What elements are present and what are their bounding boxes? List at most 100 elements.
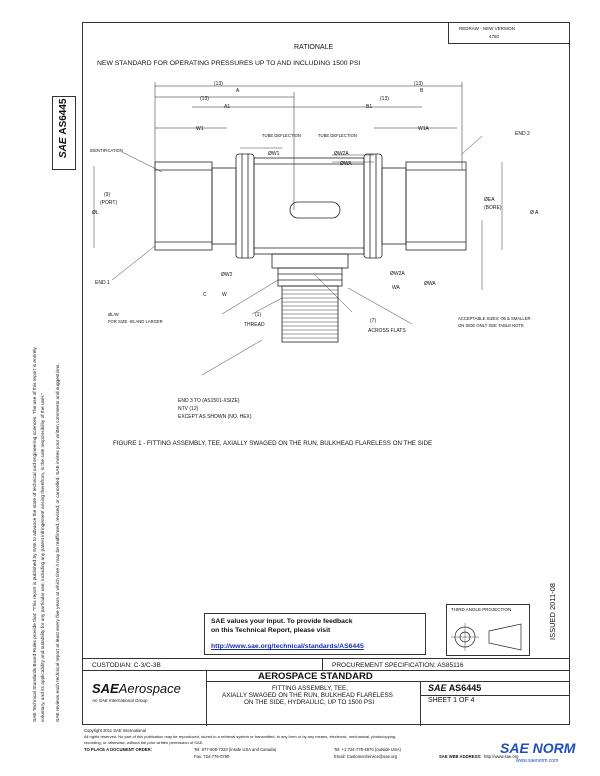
- label-wa: WA: [392, 285, 400, 291]
- dim-top-13c: (13): [200, 96, 209, 102]
- label-dw2a: ØW2A: [334, 151, 349, 157]
- title-divider-1: [82, 670, 570, 671]
- drawing-frame: [82, 22, 570, 725]
- label-thread: THREAD: [244, 322, 265, 328]
- label-end3-1: END 3 TO (AS1501-XSIZE): [178, 398, 240, 404]
- feedback-line1: SAE values your input. To provide feedba…: [211, 618, 353, 625]
- label-w1: W1: [196, 126, 204, 132]
- label-dwa-2: ØWA: [424, 281, 436, 287]
- label-end3-3: EXCEPT AS SHOWN (NO. HEX): [178, 414, 252, 420]
- label-w: W: [222, 292, 227, 298]
- thread-lines: [282, 289, 338, 339]
- third-angle-projection-icon: [451, 623, 522, 651]
- watermark: SAE NORM www.saenorm.com: [492, 740, 598, 774]
- footer: Copyright 2011 SAE International All rig…: [84, 728, 584, 776]
- desc-line3: ON THE SIDE, HYDRAULIC, UP TO 1500 PSI: [244, 699, 375, 706]
- label-port: (PORT): [100, 200, 118, 206]
- tel-inside: Tel: 877-606-7323 (inside USA and Canada…: [194, 747, 277, 752]
- label-identification: IDENTIFICATION: [90, 148, 123, 153]
- sidebar-rules-line2: voluntary, and its applicability and sui…: [41, 392, 46, 722]
- title-block: CUSTODIAN: C-3/C-3B PROCUREMENT SPECIFIC…: [82, 658, 570, 726]
- label-thread-ref: (1): [255, 312, 262, 318]
- label-bore: (BORE): [484, 205, 502, 211]
- web-url[interactable]: http://www.sae.org: [484, 754, 519, 759]
- projection-label: THIRD ANGLE PROJECTION: [451, 607, 512, 612]
- title-doc-number: SAE AS6445: [428, 683, 481, 693]
- top-dimensions: [154, 82, 463, 210]
- dim-top-a: A: [236, 88, 240, 94]
- title-divider-v3: [420, 681, 421, 726]
- web-label: SAE WEB ADDRESS:: [439, 754, 482, 759]
- label-w1a: W1A: [418, 126, 429, 132]
- label-dwa: ØWA: [340, 161, 352, 167]
- logo-sub: An SAE International Group: [92, 698, 148, 703]
- sidebar-doc-box: [52, 96, 76, 170]
- aerospace-standard: AEROSPACE STANDARD: [258, 671, 373, 682]
- custodian: CUSTODIAN: C-3/C-3B: [92, 662, 161, 669]
- rationale-text: NEW STANDARD FOR OPERATING PRESSURES UP …: [97, 60, 361, 67]
- label-note-left1: ØL/W: [108, 312, 119, 317]
- fax: Fax: 724-776-0790: [194, 754, 230, 759]
- sheet-number: SHEET 1 OF 4: [428, 697, 475, 704]
- logo-sae: SAE: [92, 681, 119, 696]
- sidebar: SAE AS6445 SAE Technical Standards Board…: [0, 0, 80, 776]
- revision-line1: REDRAW - NEW VERSION: [459, 26, 515, 31]
- feedback-line2: on this Technical Report, please visit: [211, 627, 331, 634]
- fitting-body: [93, 135, 503, 376]
- label-end1: END 1: [95, 280, 110, 286]
- revision-box: REDRAW - NEW VERSION 4750: [448, 22, 570, 44]
- watermark-text: SAE NORM: [500, 740, 576, 756]
- rights-line2: recording, or otherwise, without the pri…: [84, 740, 204, 745]
- tel-outside: Tel: +1 724-776-4970 (outside USA): [334, 747, 401, 752]
- leader-lines: [93, 135, 503, 376]
- desc-line2: AXIALLY SWAGED ON THE RUN, BULKHEAD FLAR…: [222, 692, 393, 699]
- label-da: Ø A: [530, 210, 539, 216]
- title-doc-id: AS6445: [448, 683, 482, 693]
- label-tube-deflection-2: TUBE DEFLECTION: [318, 133, 357, 138]
- dim-top-a1: A1: [224, 104, 231, 110]
- title-divider-v2: [206, 670, 207, 726]
- order-label: TO PLACE A DOCUMENT ORDER:: [84, 747, 153, 752]
- projection-box: THIRD ANGLE PROJECTION: [446, 604, 530, 656]
- label-ref9: (9): [104, 192, 111, 198]
- title-divider-v1: [322, 659, 323, 670]
- label-note-right2: ON SIDE ONLY SEE TABLE NOTE: [458, 323, 524, 328]
- email: Email: CustomerService@sae.org: [334, 754, 398, 759]
- label-note-right1: ACCEPTABLE SIZES -06 & SMALLER: [458, 316, 531, 321]
- feedback-link[interactable]: http://www.sae.org/technical/standards/A…: [211, 643, 364, 650]
- logo-aerospace: Aerospace: [118, 681, 181, 696]
- label-dl: ØL: [92, 210, 99, 216]
- label-across-ref: (7): [370, 318, 377, 324]
- sidebar-sae: SAE: [58, 134, 69, 158]
- dim-top-13b: (13): [414, 81, 423, 87]
- dim-top-13a: (13): [214, 81, 223, 87]
- label-dw2: ØW2: [221, 272, 233, 278]
- rationale-heading: RATIONALE: [294, 44, 334, 51]
- tee-fitting-drawing: [93, 82, 503, 376]
- sae-aerospace-logo: SAEAerospace: [92, 680, 181, 698]
- label-end3-2: NTV (12): [178, 406, 199, 412]
- copyright: Copyright 2011 SAE International: [84, 728, 146, 733]
- feedback-box: SAE values your input. To provide feedba…: [204, 613, 426, 655]
- sidebar-doc-id: SAE AS6445: [58, 98, 69, 158]
- label-note-left2: FOR SIZE -06 AND LARGER: [108, 319, 163, 324]
- desc-line1: FITTING ASSEMBLY, TEE,: [272, 685, 348, 692]
- dim-top-13d: (13): [380, 96, 389, 102]
- sidebar-rules-line1: SAE Technical Standards Board Rules prov…: [33, 347, 38, 722]
- title-sae: SAE: [428, 683, 447, 693]
- label-end2: END 2: [515, 131, 530, 137]
- figure-caption: FIGURE 1 - FITTING ASSEMBLY, TEE, AXIALL…: [113, 440, 433, 447]
- dim-top-b: B: [420, 88, 424, 94]
- label-dea: ØEA: [484, 197, 495, 203]
- label-across-flats: ACROSS FLATS: [368, 328, 406, 334]
- rights-line1: All rights reserved. No part of this pub…: [84, 734, 397, 739]
- procurement-spec: PROCUREMENT SPECIFICATION: AS85116: [332, 662, 464, 669]
- revision-line2: 4750: [489, 34, 500, 39]
- issued-date: ISSUED 2011-08: [548, 583, 557, 640]
- label-dw2a-2: ØW2A: [390, 271, 405, 277]
- label-c: C: [203, 292, 207, 298]
- label-tube-deflection: TUBE DEFLECTION: [262, 133, 301, 138]
- sidebar-rules-line3: SAE reviews each technical report at lea…: [56, 363, 61, 722]
- dim-top-b1: B1: [366, 104, 373, 110]
- watermark-sub: www.saenorm.com: [516, 758, 559, 764]
